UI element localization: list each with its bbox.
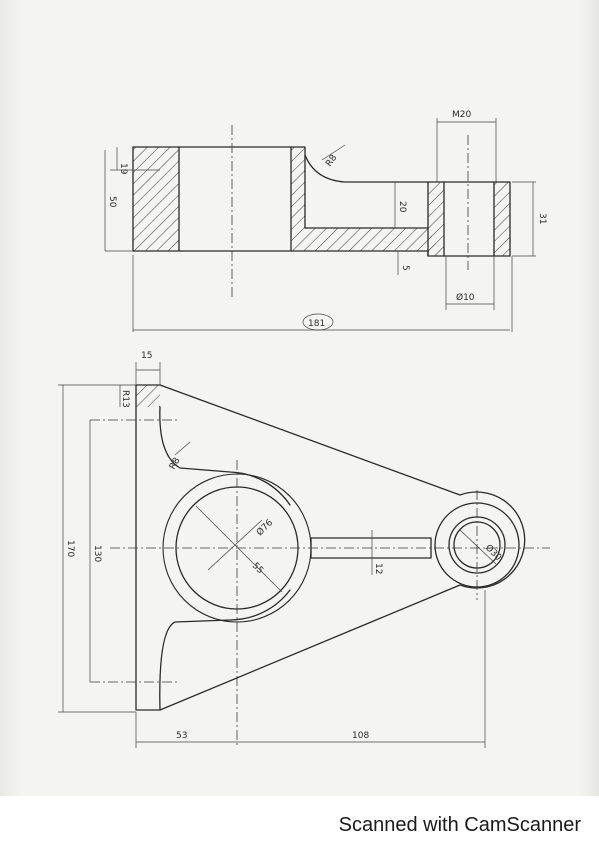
dim-108: 108 <box>352 731 369 741</box>
dim-53: 53 <box>176 731 187 741</box>
plan-outline <box>135 384 526 711</box>
dim-20: 20 <box>397 201 407 213</box>
section-hatch-left <box>133 147 179 251</box>
scanned-sheet-background <box>0 0 599 796</box>
dim-181: 181 <box>308 319 325 329</box>
dim-55: 55 <box>250 561 265 576</box>
section-hatch-boss-left <box>428 182 444 256</box>
section-hatch-web <box>305 228 440 251</box>
dim-12: 12 <box>373 563 383 574</box>
dim-19: 19 <box>118 163 128 175</box>
technical-drawing: 19 50 R8 M20 20 5 31 Ø10 181 <box>58 110 550 748</box>
overall-length-circle <box>302 313 334 331</box>
dim-170: 170 <box>65 540 75 557</box>
dim-50: 50 <box>107 196 117 208</box>
section-hatch-boss-right <box>494 182 510 256</box>
dim-130: 130 <box>92 545 102 562</box>
plan-hatch-corner <box>136 385 160 407</box>
dim-r13: R13 <box>120 390 130 408</box>
section-view: 19 50 R8 M20 20 5 31 Ø10 181 <box>104 110 547 332</box>
dim-31: 31 <box>537 213 547 224</box>
section-hatch-right-wall <box>291 147 305 251</box>
dim-r8-section: R8 <box>324 153 339 169</box>
dim-boss-bore: Ø10 <box>456 292 475 303</box>
dim-bore-76: Ø76 <box>254 517 275 538</box>
plan-view: 15 R13 R8 170 130 Ø76 55 12 Ø30 53 108 <box>58 351 550 748</box>
footer: Scanned with CamScanner <box>0 796 599 848</box>
dim-15: 15 <box>141 351 152 361</box>
dim-m20: M20 <box>452 110 471 120</box>
camscanner-watermark: Scanned with CamScanner <box>338 814 581 836</box>
dim-5: 5 <box>400 265 410 271</box>
